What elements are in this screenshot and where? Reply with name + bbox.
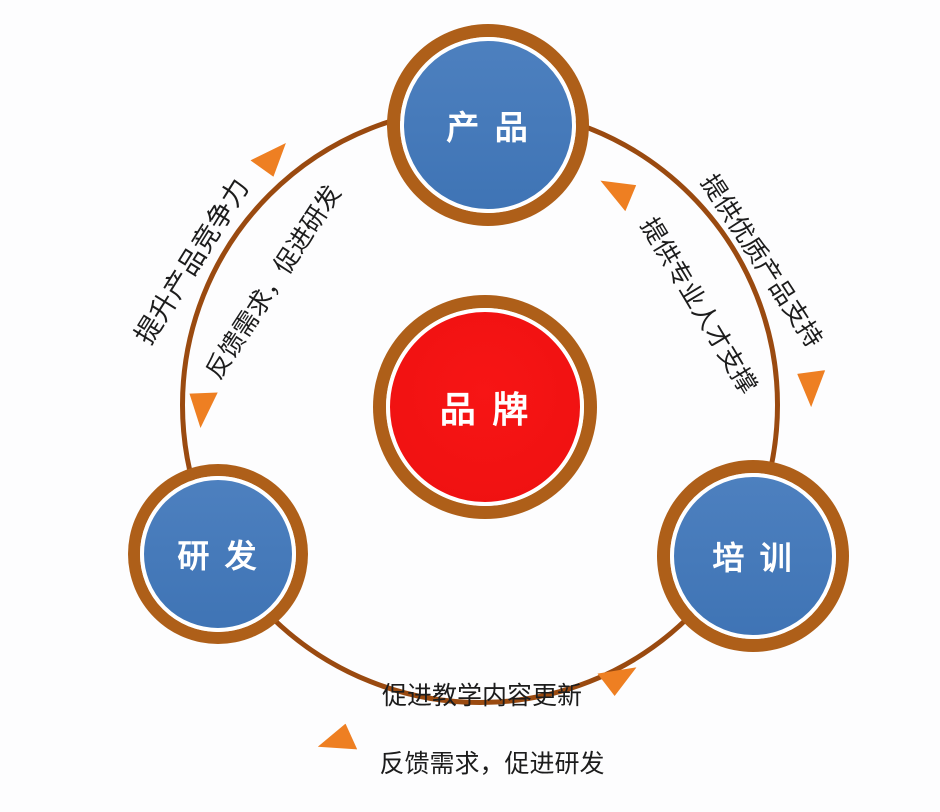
edge-label-promote-teaching-update: 促进教学内容更新 bbox=[381, 681, 583, 710]
arrow-product-to-training-icon bbox=[794, 368, 827, 408]
node-rd: 研 发 bbox=[140, 476, 296, 632]
arrow-training-to-rd-icon bbox=[314, 722, 357, 759]
node-product: 产 品 bbox=[400, 37, 576, 213]
edge-label-feedback-promote-rd-bottom: 反馈需求，促进研发 bbox=[379, 749, 605, 778]
node-training: 培 训 bbox=[670, 473, 836, 639]
node-brand: 品 牌 bbox=[386, 308, 584, 506]
